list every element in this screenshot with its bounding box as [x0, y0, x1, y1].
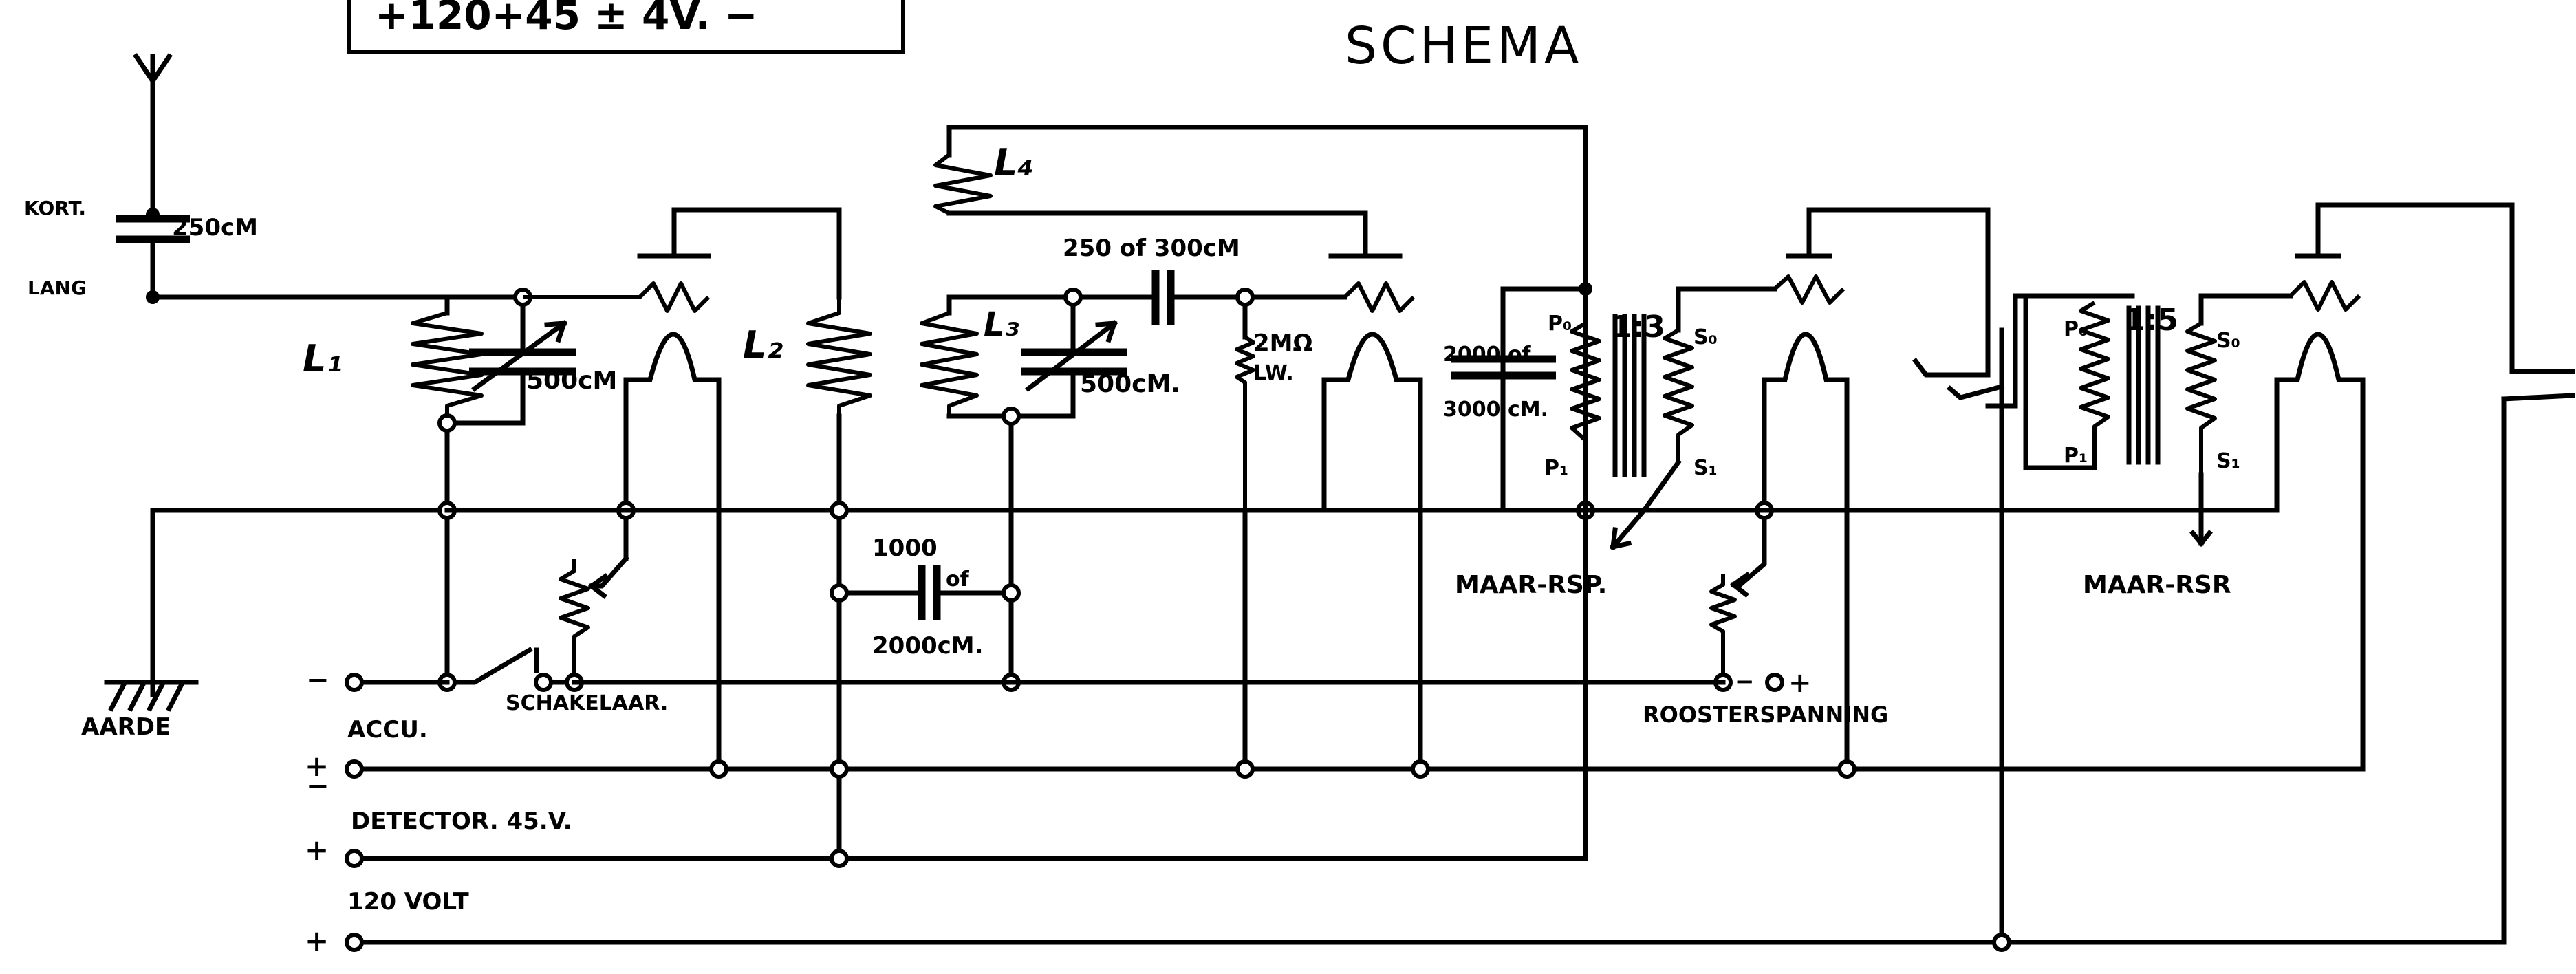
bypass-label-2: of — [946, 567, 970, 592]
t2-s1-label: S₁ — [2216, 449, 2240, 473]
tube-1 — [523, 207, 872, 513]
t1-ratio-label: 1:3 — [1611, 310, 1665, 345]
grid-leak-label-2: LW. — [1253, 361, 1294, 385]
grid-bias-plus: + — [1788, 667, 1812, 699]
l3-tuning-circuit — [920, 125, 1588, 513]
battery-voltage-label: +120+45 ± 4V. − — [375, 0, 758, 39]
t1-name-label: MAAR-RSP. — [1455, 571, 1607, 599]
antenna-section — [104, 53, 526, 712]
battery-rails — [351, 210, 2507, 945]
tube-2 — [1321, 281, 1423, 513]
l1-label: L₁ — [303, 337, 343, 380]
volt120-label: 120 VOLT — [347, 888, 469, 916]
grid-bias-label: ROOSTERSPANNING — [1643, 702, 1888, 728]
c1-label: 500cM — [526, 367, 617, 395]
tube-3 — [1709, 207, 1991, 682]
accu-minus-sign: − — [306, 664, 329, 696]
aerial-node — [146, 208, 160, 221]
accu-plus-sign: + — [305, 749, 329, 783]
tube-4 — [2274, 202, 2575, 945]
t1-s1-label: S₁ — [1693, 456, 1718, 480]
t1-condenser-label-1: 2000 of — [1443, 343, 1532, 367]
l2-label: L₂ — [743, 323, 783, 367]
detector-minus-sign: − — [306, 770, 329, 802]
bypass-label-3: 2000cM. — [872, 632, 984, 660]
t2-p1-label: P₁ — [2064, 444, 2088, 468]
detector-label: DETECTOR. 45.V. — [351, 808, 572, 835]
transformer-2 — [2013, 293, 2293, 547]
volt120-plus-sign: + — [305, 924, 329, 957]
grid-leak-label-1: 2MΩ — [1253, 329, 1312, 357]
earth-label: AARDE — [81, 713, 171, 741]
kort-label: KORT. — [24, 197, 86, 219]
grid-condenser-label: 250 of 300cM — [1063, 235, 1240, 262]
jack-1 — [1912, 293, 2135, 513]
t2-p0-label: P₀ — [2064, 317, 2088, 341]
t2-ratio-label: 1:5 — [2124, 303, 2178, 338]
c2-label: 500cM. — [1080, 370, 1180, 398]
grid-bias-minus: − — [1735, 668, 1755, 695]
t2-s0-label: S₀ — [2216, 329, 2240, 353]
battery-voltage-box — [347, 0, 905, 54]
t1-p0-label: P₀ — [1548, 312, 1572, 336]
bypass-condenser — [836, 508, 1014, 685]
bypass-label-1: 1000 — [872, 534, 938, 562]
lang-label: LANG — [28, 277, 87, 299]
lang-node — [146, 290, 160, 304]
t1-condenser-label-2: 3000 cM. — [1443, 398, 1548, 422]
t1-p1-label: P₁ — [1544, 456, 1568, 480]
t1-s0-label: S₀ — [1693, 325, 1718, 349]
filament-control — [444, 508, 629, 685]
l3-label: L₃ — [984, 305, 1019, 344]
detector-plus-sign: + — [305, 833, 329, 867]
aerial-condenser-label: 250cM — [172, 214, 258, 241]
switch-label: SCHAKELAAR. — [506, 691, 668, 715]
t2-name-label: MAAR-RSR — [2083, 571, 2231, 599]
l4-label: L₄ — [994, 141, 1034, 184]
schematic-title: SCHEMA — [1345, 17, 1583, 76]
accu-label: ACCU. — [347, 716, 428, 744]
l1-tuning-circuit — [411, 294, 576, 685]
